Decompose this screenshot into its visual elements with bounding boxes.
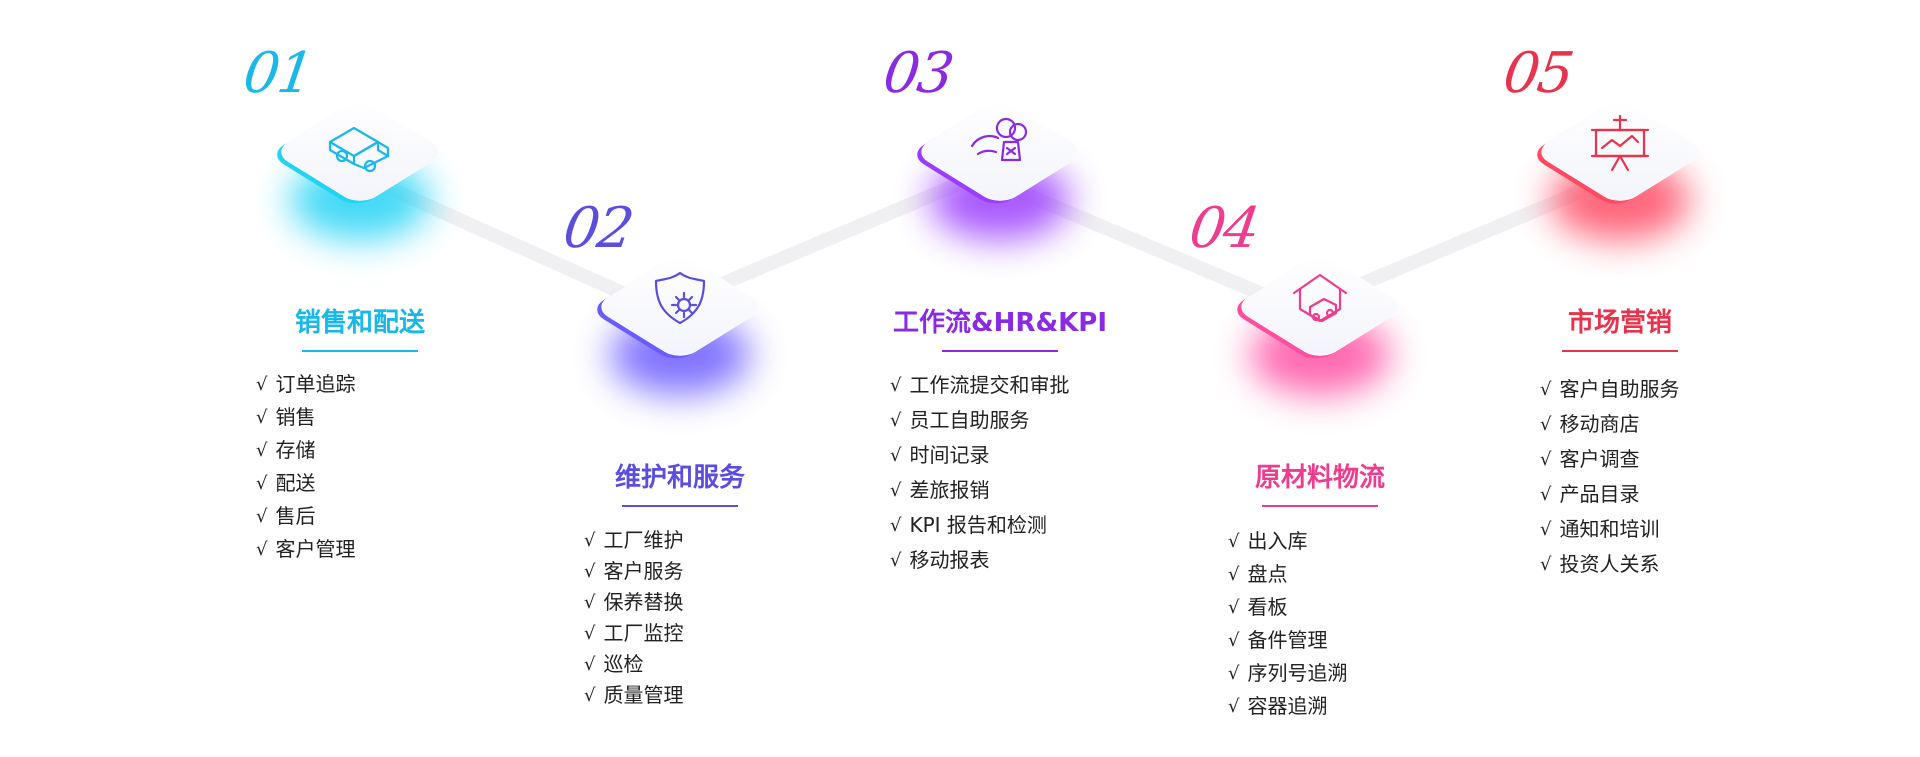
- list-item: √移动商店: [1540, 412, 1640, 436]
- list-item: √盘点: [1228, 562, 1288, 586]
- list-item: √工厂维护: [584, 528, 684, 552]
- list-item: √销售: [256, 405, 316, 429]
- list-item: √售后: [256, 504, 316, 528]
- list-item: √移动报表: [890, 548, 990, 572]
- title-underline: [1262, 505, 1378, 507]
- list-item: √员工自助服务: [890, 408, 1030, 432]
- feature-list: √订单追踪 √销售 √存储 √配送 √售后 √客户管理: [256, 368, 355, 566]
- list-item: √工厂监控: [584, 621, 684, 645]
- list-item: √差旅报销: [890, 478, 990, 502]
- list-item: √客户服务: [584, 559, 684, 583]
- step-tile: [1220, 235, 1420, 405]
- list-item: √时间记录: [890, 443, 990, 467]
- list-item: √出入库: [1228, 529, 1308, 553]
- step-tile: [580, 235, 780, 405]
- list-item: √客户自助服务: [1540, 377, 1680, 401]
- feature-list: √客户自助服务 √移动商店 √客户调查 √产品目录 √通知和培训 √投资人关系: [1540, 372, 1679, 582]
- step-tile: [900, 80, 1100, 250]
- title-underline: [622, 505, 738, 507]
- feature-list: √出入库 √盘点 √看板 √备件管理 √序列号追溯 √容器追溯: [1228, 525, 1347, 723]
- list-item: √工作流提交和审批: [890, 373, 1070, 397]
- list-item: √看板: [1228, 595, 1288, 619]
- list-item: √客户调查: [1540, 447, 1640, 471]
- list-item: √通知和培训: [1540, 517, 1660, 541]
- feature-list: √工作流提交和审批 √员工自助服务 √时间记录 √差旅报销 √KPI 报告和检测…: [890, 368, 1069, 578]
- step-title: 工作流&HR&KPI: [892, 308, 1107, 338]
- title-underline: [942, 350, 1058, 352]
- title-underline: [302, 350, 418, 352]
- list-item: √序列号追溯: [1228, 661, 1348, 685]
- list-item: √容器追溯: [1228, 694, 1328, 718]
- list-item: √投资人关系: [1540, 552, 1660, 576]
- list-item: √质量管理: [584, 683, 684, 707]
- step-title: 原材料物流: [1254, 463, 1385, 493]
- list-item: √订单追踪: [256, 372, 356, 396]
- step-title: 销售和配送: [294, 308, 425, 338]
- list-item: √KPI 报告和检测: [890, 513, 1047, 537]
- step-tile: [260, 80, 460, 250]
- list-item: √配送: [256, 471, 316, 495]
- list-item: √巡检: [584, 652, 644, 676]
- list-item: √存储: [256, 438, 316, 462]
- feature-list: √工厂维护 √客户服务 √保养替换 √工厂监控 √巡检 √质量管理: [584, 525, 683, 711]
- shield-gear-icon: [654, 271, 706, 325]
- list-item: √保养替换: [584, 590, 684, 614]
- step-tile: [1520, 80, 1720, 250]
- step-title: 维护和服务: [614, 463, 745, 493]
- list-item: √产品目录: [1540, 482, 1640, 506]
- presentation-chart-icon: [1590, 114, 1650, 172]
- team-people-icon: [970, 117, 1028, 162]
- list-item: √备件管理: [1228, 628, 1328, 652]
- delivery-truck-icon: [328, 126, 390, 173]
- step-title: 市场营销: [1567, 308, 1672, 338]
- list-item: √客户管理: [256, 537, 356, 561]
- title-underline: [1562, 350, 1678, 352]
- warehouse-truck-icon: [1292, 273, 1348, 323]
